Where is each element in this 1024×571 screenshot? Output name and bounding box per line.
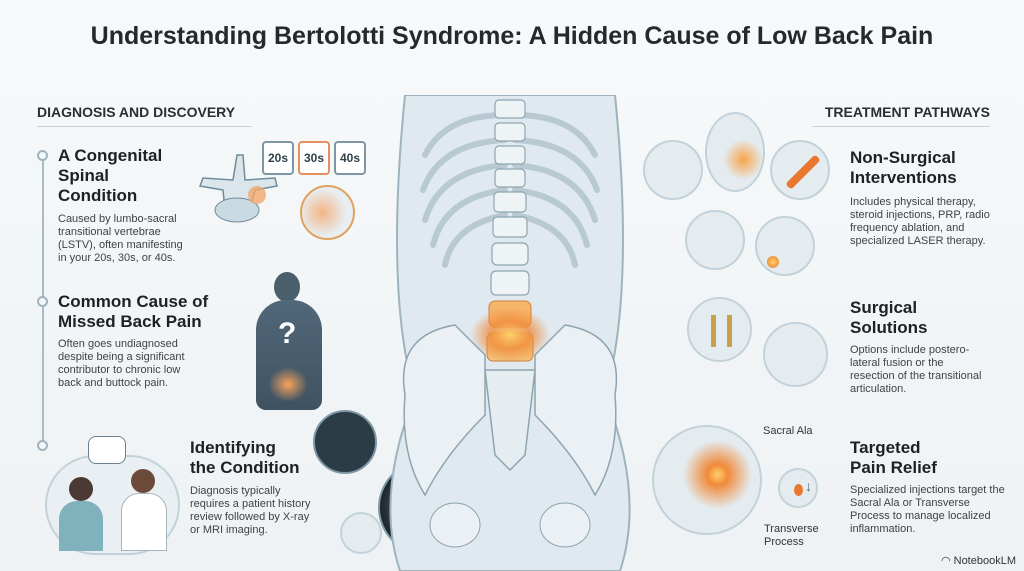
brand-name: NotebookLM [953, 555, 1016, 567]
syringe-icon [770, 140, 830, 200]
question-mark: ? [278, 317, 297, 350]
calendar-icon: 40s [334, 141, 366, 175]
doctor-patient-icon [45, 455, 180, 555]
heading-line: the Condition [190, 458, 300, 477]
inflammation-reduction-icon: ↓ [778, 468, 818, 508]
page-title: Understanding Bertolotti Syndrome: A Hid… [90, 22, 934, 50]
heading-line: Interventions [850, 168, 957, 187]
timeline-dot [37, 296, 48, 307]
radio-frequency-icon [685, 210, 745, 270]
label-line: Transverse [764, 523, 819, 535]
notebooklm-logo-icon: ◠ [940, 555, 954, 567]
targeted-injection-icon [652, 425, 762, 535]
timeline-dot [37, 440, 48, 451]
back-pain-figure-icon: ? [238, 272, 348, 412]
heading-line: Spinal Condition [58, 166, 138, 205]
heading-line: Surgical Solutions [850, 298, 928, 337]
clipboard-bubble-icon [88, 436, 126, 464]
section-header-treatment: TREATMENT PATHWAYS [812, 104, 990, 127]
item-surgical: Surgical Solutions Options include poste… [850, 298, 990, 396]
timeline-dot [37, 150, 48, 161]
age-calendars: 20s 30s 40s [262, 141, 366, 175]
item-body: Specialized injections target the Sacral… [850, 484, 1005, 535]
spine-injection-site-icon [705, 112, 765, 192]
brand-watermark: ◠ NotebookLM [941, 554, 1016, 567]
heading-line: Missed Back Pain [58, 312, 202, 331]
item-body: Includes physical therapy, steroid injec… [850, 196, 990, 247]
calendar-icon: 30s [298, 141, 330, 175]
vertebra-icon [198, 154, 278, 223]
section-header-diagnosis: DIAGNOSIS AND DISCOVERY [37, 104, 252, 127]
heading-line: Non-Surgical [850, 148, 956, 167]
xray-icon [313, 410, 377, 474]
resection-scalpel-icon [763, 322, 828, 387]
calendar-icon: 20s [262, 141, 294, 175]
item-body: Options include postero-lateral fusion o… [850, 344, 982, 395]
mri-machine-icon [340, 512, 382, 554]
laser-therapy-icon [755, 216, 815, 276]
spinal-fusion-icon [687, 297, 752, 362]
item-body: Often goes undiagnosed despite being a s… [58, 338, 185, 389]
heading-line: Targeted [850, 438, 921, 457]
label-sacral-ala: Sacral Ala [763, 425, 813, 437]
label-line: Process [764, 536, 804, 548]
item-body: Diagnosis typically requires a patient h… [190, 485, 311, 536]
heading-line: A Congenital [58, 146, 163, 165]
joint-closeup-icon [300, 185, 355, 240]
item-body: Caused by lumbo-sacral transitional vert… [58, 213, 183, 264]
heading-line: Common Cause of [58, 292, 209, 311]
spine-pelvis-illustration [389, 95, 631, 571]
heading-line: Pain Relief [850, 458, 937, 477]
heading-line: Identifying [190, 438, 276, 457]
yoga-physical-therapy-icon [643, 140, 703, 200]
